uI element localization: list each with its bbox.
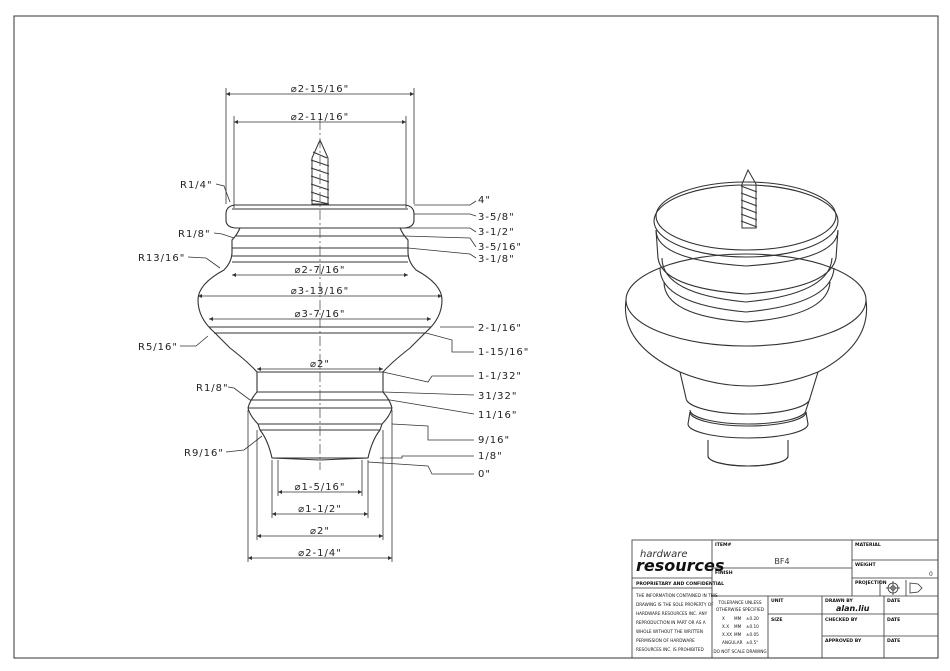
screw-iso (740, 168, 758, 229)
unit-label: UNIT (771, 598, 784, 604)
approved-by-label: APPROVED BY (825, 638, 862, 644)
height-label: 2-1/16" (478, 323, 522, 334)
item-value: BF4 (774, 557, 789, 566)
notice-line: HARDWARE RESOURCES INC. ANY (636, 611, 708, 616)
height-label: 1-15/16" (478, 347, 529, 358)
height-label: 31/32" (478, 391, 517, 402)
height-label: 3-1/8" (478, 254, 515, 265)
radius-label: R5/16" (138, 342, 178, 353)
dim-d-waist: ⌀2" (310, 359, 330, 370)
scale-note: DO NOT SCALE DRAWING (713, 649, 766, 654)
projection-symbol-icon (886, 581, 923, 595)
dim-d-lower-bead: ⌀3-7/16" (294, 309, 345, 320)
dim-d-top-inner: ⌀2-11/16" (291, 112, 349, 123)
material-label: MATERIAL (855, 542, 881, 548)
tol-value: ±0.10 (746, 624, 759, 629)
dim-d-widest: ⌀3-13/16" (291, 286, 349, 297)
checked-by-label: CHECKED BY (825, 617, 858, 623)
height-label: 3-5/8" (478, 212, 515, 223)
radius-label: R9/16" (184, 448, 224, 459)
tol-key: X.X (722, 624, 729, 629)
drawn-by-value: alan.liu (836, 604, 870, 613)
height-label: 3-5/16" (478, 242, 522, 253)
dim-d-base: ⌀2-1/4" (298, 548, 342, 559)
tolerance-table: X MM ±0.20 X.X MM ±0.10 X.XX MM ±0.05 AN… (722, 616, 759, 645)
dim-d-foot-inner: ⌀1-5/16" (294, 482, 345, 493)
height-label: 0" (478, 469, 491, 480)
proprietary-heading: PROPRIETARY AND CONFIDENTIAL (636, 581, 724, 587)
height-label: 3-1/2" (478, 227, 515, 238)
height-label: 1-1/32" (478, 371, 522, 382)
date-label: DATE (887, 598, 900, 604)
dim-d-top-outer: ⌀2-15/16" (291, 84, 349, 95)
radius-label: R1/4" (180, 180, 213, 191)
height-labels: 4" 3-5/8" 3-1/2" 3-5/16" 3-1/8" 2-1/16" … (478, 195, 529, 480)
tol-unit: MM (734, 616, 742, 621)
radius-label: R13/16" (138, 253, 185, 264)
tolerance-line: OTHERWISE SPECIFIED (716, 607, 764, 612)
tol-unit: MM (734, 624, 742, 629)
tol-value: ±0.20 (746, 616, 759, 621)
notice-line: PERMISSION OF HARDWARE (636, 638, 695, 643)
dim-d-neck: ⌀2-7/16" (294, 265, 345, 276)
tol-unit: MM (734, 632, 742, 637)
radius-leaders (180, 183, 263, 453)
height-label: 11/16" (478, 410, 517, 421)
tolerance-line: TOLERANCE UNLESS (718, 600, 762, 605)
isometric-view (624, 181, 868, 467)
notice-line: WHOLE WITHOUT THE WRITTEN (636, 629, 703, 634)
height-label: 4" (478, 195, 491, 206)
notice-line: REPRODUCTION IN PART OR AS A (636, 620, 706, 625)
title-block-text: PROPRIETARY AND CONFIDENTIAL THE INFORMA… (635, 542, 933, 654)
sheet-border (13, 15, 939, 659)
finish-label: FINISH (715, 570, 733, 576)
height-label: 1/8" (478, 451, 503, 462)
item-label: ITEM# (715, 542, 732, 548)
projection-label: PROJECTION (855, 580, 887, 586)
tol-value: ±0.5° (746, 640, 758, 645)
weight-label: WEIGHT (855, 562, 877, 568)
tol-key: ANGULAR (722, 640, 743, 645)
logo-line2: resources (636, 556, 724, 575)
diameter-dimensions (198, 88, 442, 562)
logo-line1: hardware (640, 549, 688, 560)
tol-value: ±0.05 (746, 632, 759, 637)
weight-value: 0 (929, 571, 933, 578)
drawn-by-label: DRAWN BY (825, 598, 853, 604)
height-label: 9/16" (478, 435, 510, 446)
size-label: SIZE (771, 617, 783, 623)
dim-d-foot-mid: ⌀1-1/2" (298, 504, 342, 515)
notice-line: THE INFORMATION CONTAINED IN THIS (635, 593, 718, 598)
title-block (631, 539, 939, 659)
notice-line: DRAWING IS THE SOLE PROPERTY OF (636, 602, 714, 607)
radius-labels: R1/4" R1/8" R13/16" R5/16" R1/8" R9/16" (138, 180, 229, 459)
company-logo: hardware resources (636, 549, 724, 575)
radius-label: R1/8" (178, 229, 211, 240)
tol-key: X.XX (722, 632, 732, 637)
radius-label: R1/8" (196, 383, 229, 394)
notice-line: RESOURCES INC. IS PROHIBITED (636, 647, 704, 652)
tol-key: X (722, 616, 725, 621)
date-label: DATE (887, 638, 900, 644)
height-leaders (367, 200, 477, 475)
diameter-labels: ⌀2-15/16" ⌀2-11/16" ⌀2-7/16" ⌀3-13/16" ⌀… (291, 84, 349, 559)
dim-d-foot-outer: ⌀2" (310, 526, 330, 537)
date-label: DATE (887, 617, 900, 623)
